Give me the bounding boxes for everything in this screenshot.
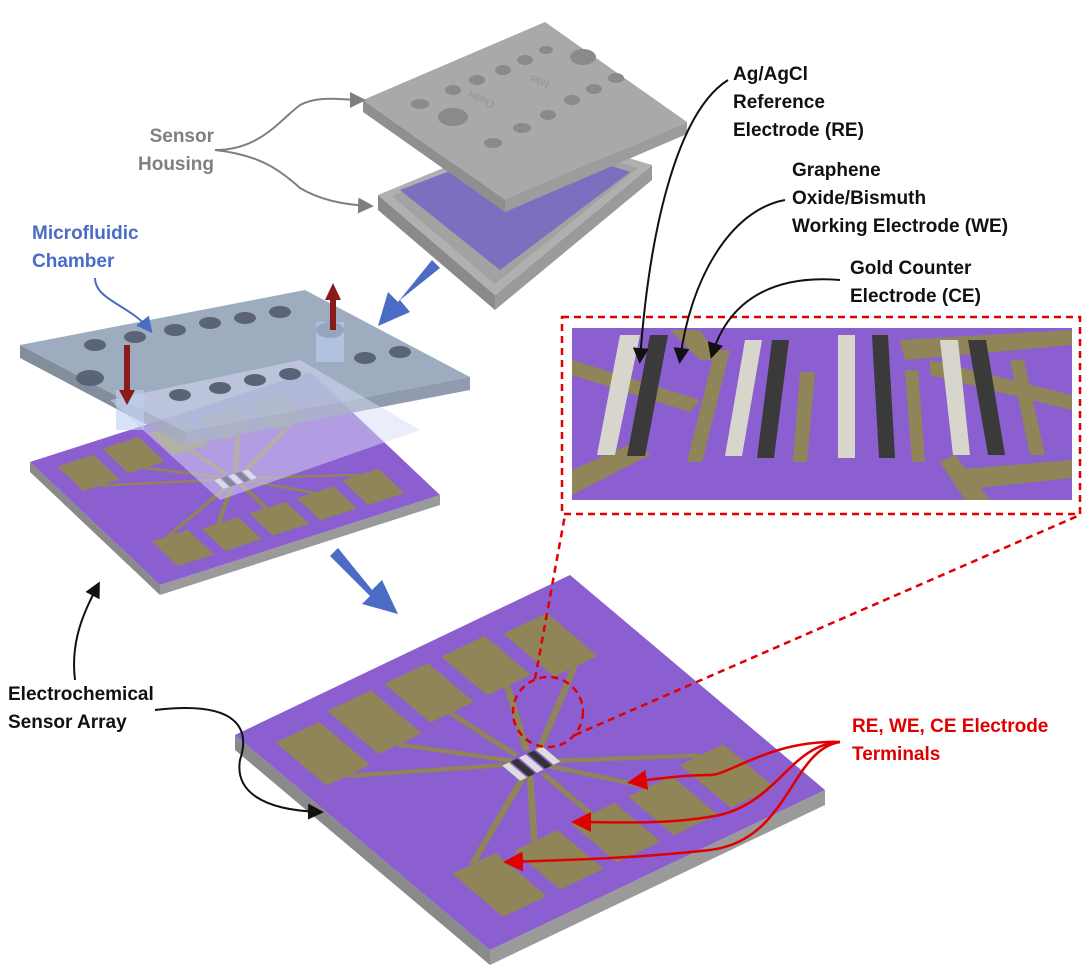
process-arrow-1	[378, 260, 440, 326]
inset-frame	[560, 315, 1082, 516]
outflow-arrow	[325, 283, 341, 300]
process-arrow-2	[330, 548, 398, 614]
large-sensor-chip	[235, 575, 825, 965]
zoom-region-circle	[511, 675, 585, 749]
electrode-inset	[572, 328, 1072, 500]
working-electrodes	[627, 335, 1005, 458]
reference-electrodes	[597, 335, 970, 458]
housing-top-plate: Inlet Outlet	[363, 22, 687, 212]
inflow-arrow	[119, 390, 135, 405]
microfluidic-chamber	[20, 283, 470, 500]
